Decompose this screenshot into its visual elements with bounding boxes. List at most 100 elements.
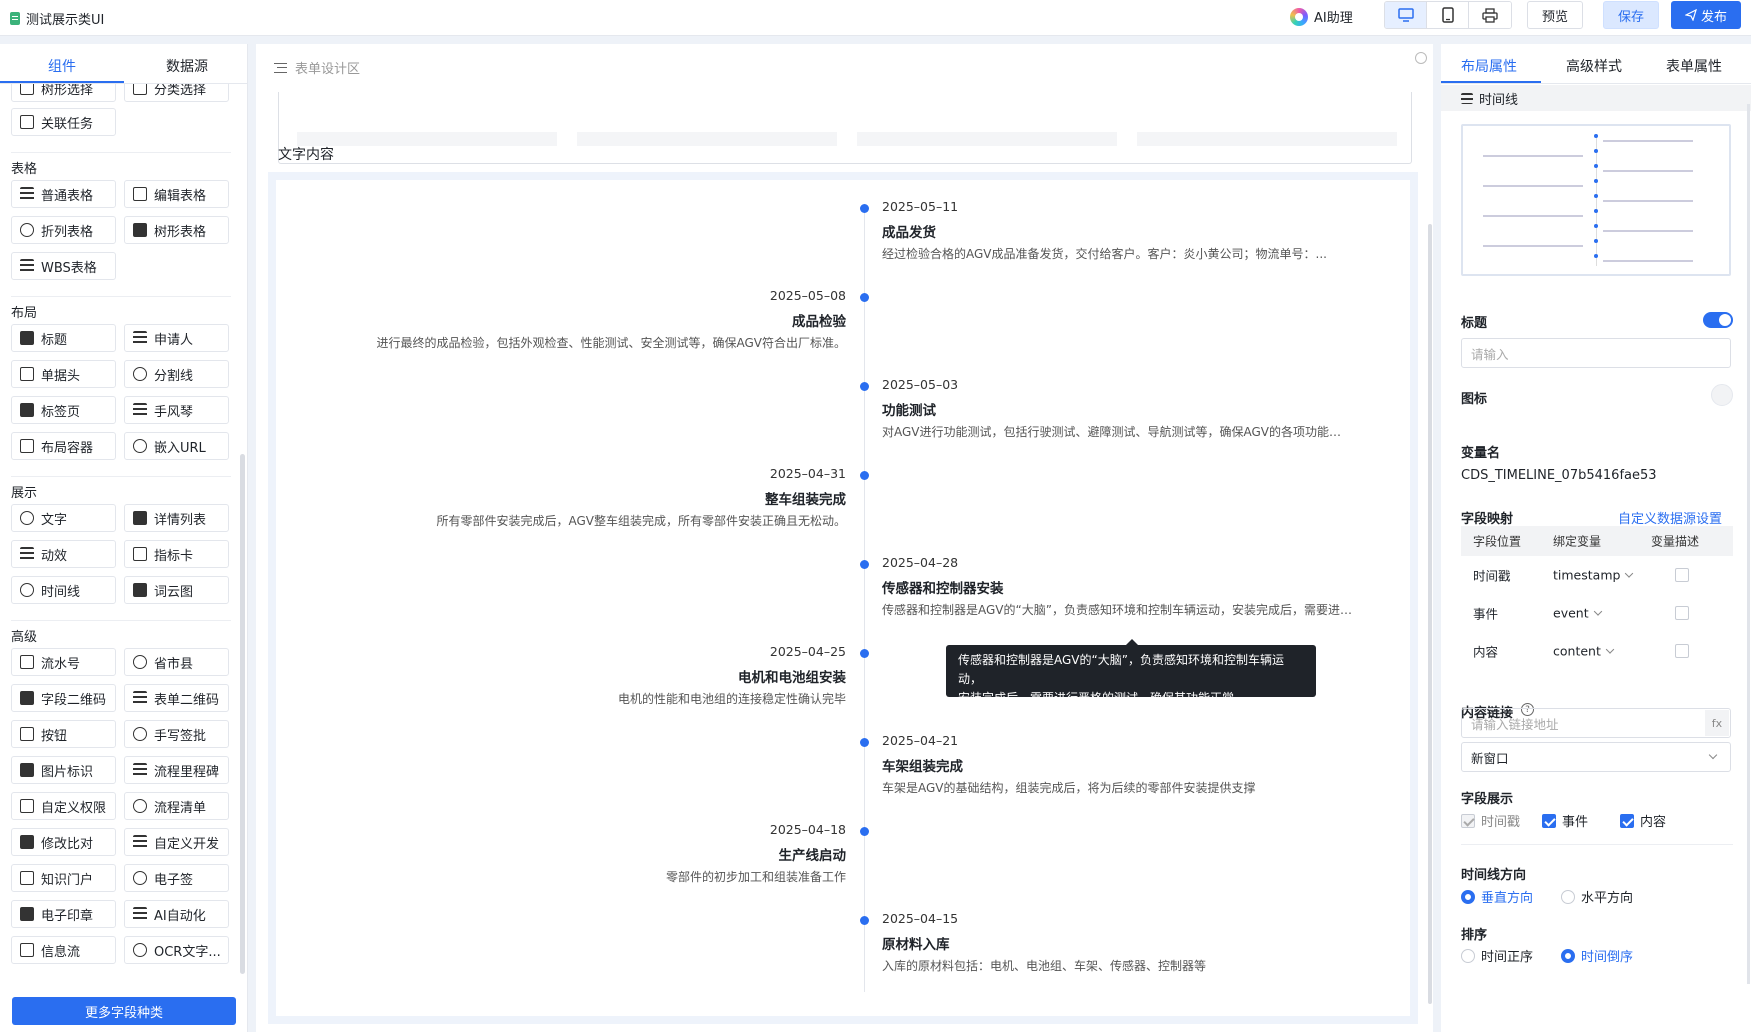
component-item[interactable]: 树形表格	[124, 216, 229, 244]
component-item[interactable]: 单据头	[11, 360, 116, 388]
description-checkbox[interactable]	[1675, 606, 1689, 620]
component-item[interactable]: 标签页	[11, 396, 116, 424]
left-scrollbar[interactable]	[240, 454, 245, 974]
sort-ascending-radio[interactable]	[1461, 948, 1475, 963]
component-item[interactable]: 知识门户	[11, 864, 116, 892]
component-item[interactable]: WBS表格	[11, 252, 116, 280]
formula-button[interactable]: fx	[1705, 710, 1729, 736]
right-scrollbar[interactable]	[1747, 104, 1750, 984]
more-field-types-button[interactable]: 更多字段种类	[12, 997, 236, 1025]
component-item[interactable]: 指标卡	[124, 540, 229, 568]
icon-picker[interactable]	[1711, 384, 1733, 406]
component-item[interactable]: 电子印章	[11, 900, 116, 928]
display-timestamp-checkbox[interactable]	[1461, 813, 1475, 828]
component-category-select[interactable]: 分类选择	[124, 84, 229, 102]
component-tree-select[interactable]: 树形选择	[11, 84, 116, 102]
component-item[interactable]: 编辑表格	[124, 180, 229, 208]
component-item[interactable]: OCR文字...	[124, 936, 229, 964]
direction-vertical-radio[interactable]	[1461, 889, 1475, 904]
help-icon[interactable]: ?	[1521, 703, 1534, 716]
component-item[interactable]: 嵌入URL	[124, 432, 229, 460]
display-timestamp-option[interactable]: 时间戳	[1461, 811, 1520, 830]
component-item[interactable]: 自定义权限	[11, 792, 116, 820]
component-item[interactable]: 标题	[11, 324, 116, 352]
direction-vertical-option[interactable]: 垂直方向	[1461, 887, 1533, 906]
component-item[interactable]: 省市县	[124, 648, 229, 676]
direction-horizontal-radio[interactable]	[1561, 889, 1575, 904]
description-checkbox[interactable]	[1675, 568, 1689, 582]
component-item[interactable]: 电子签	[124, 864, 229, 892]
component-item[interactable]: 时间线	[11, 576, 116, 604]
tab-datasource[interactable]: 数据源	[166, 59, 208, 75]
component-item[interactable]: 按钮	[11, 720, 116, 748]
component-item[interactable]: 流程清单	[124, 792, 229, 820]
component-item[interactable]: 图片标识	[11, 756, 116, 784]
direction-horizontal-option[interactable]: 水平方向	[1561, 887, 1633, 906]
component-item[interactable]: 普通表格	[11, 180, 116, 208]
component-item[interactable]: 分割线	[124, 360, 229, 388]
sort-descending-option[interactable]: 时间倒序	[1561, 946, 1633, 965]
variable-select[interactable]: event	[1553, 606, 1602, 621]
display-event-option[interactable]: 事件	[1542, 811, 1588, 830]
component-item[interactable]: 文字	[11, 504, 116, 532]
component-item[interactable]: 详情列表	[124, 504, 229, 532]
design-area-header: 表单设计区	[274, 58, 360, 77]
tablet-view-button[interactable]	[1427, 2, 1469, 28]
description-checkbox[interactable]	[1675, 644, 1689, 658]
display-content-checkbox[interactable]	[1620, 813, 1634, 828]
component-item[interactable]: 修改比对	[11, 828, 116, 856]
sort-ascending-option[interactable]: 时间正序	[1461, 946, 1533, 965]
display-content-option[interactable]: 内容	[1620, 811, 1666, 830]
component-item[interactable]: 手风琴	[124, 396, 229, 424]
component-item[interactable]: 自定义开发	[124, 828, 229, 856]
preview-button[interactable]: 预览	[1527, 1, 1584, 29]
settings-icon[interactable]	[1415, 52, 1427, 64]
tab-form-properties[interactable]: 表单属性	[1666, 59, 1722, 75]
open-window-select[interactable]: 新窗口	[1461, 742, 1731, 772]
variable-name-value: CDS_TIMELINE_07b5416fae53	[1461, 468, 1657, 483]
component-item[interactable]: 表单二维码	[124, 684, 229, 712]
save-button[interactable]: 保存	[1603, 1, 1660, 29]
ai-assistant-button[interactable]: AI助理	[1290, 7, 1353, 26]
variable-select[interactable]: content	[1553, 644, 1615, 659]
component-item[interactable]: 流程里程碑	[124, 756, 229, 784]
title-toggle[interactable]	[1703, 312, 1733, 328]
tab-layout-properties[interactable]: 布局属性	[1461, 59, 1517, 75]
tab-components[interactable]: 组件	[48, 59, 76, 75]
print-view-button[interactable]	[1469, 2, 1511, 28]
component-item[interactable]: 字段二维码	[11, 684, 116, 712]
component-icon	[133, 655, 147, 669]
component-item[interactable]: 流水号	[11, 648, 116, 676]
desktop-view-button[interactable]	[1385, 2, 1427, 28]
custom-datasource-link[interactable]: 自定义数据源设置	[1618, 512, 1723, 527]
display-event-checkbox[interactable]	[1542, 813, 1556, 828]
component-item[interactable]: 布局容器	[11, 432, 116, 460]
component-item[interactable]: 申请人	[124, 324, 229, 352]
component-item[interactable]: 折列表格	[11, 216, 116, 244]
component-item[interactable]: 动效	[11, 540, 116, 568]
component-item[interactable]: AI自动化	[124, 900, 229, 928]
sort-descending-radio[interactable]	[1561, 948, 1575, 963]
variable-select[interactable]: timestamp	[1553, 568, 1634, 583]
component-item[interactable]: 关联任务	[11, 108, 116, 136]
tab-advanced-style[interactable]: 高级样式	[1566, 59, 1622, 75]
publish-button[interactable]: 发布	[1671, 1, 1742, 29]
title-input[interactable]: 请输入	[1461, 338, 1731, 368]
component-item[interactable]: 词云图	[124, 576, 229, 604]
previous-component-card[interactable]	[278, 92, 1412, 164]
component-item[interactable]: 手写签批	[124, 720, 229, 748]
content-link-input[interactable]: 请输入链接地址 fx	[1461, 708, 1731, 738]
component-item[interactable]: 信息流	[11, 936, 116, 964]
center-scrollbar[interactable]	[1428, 224, 1432, 1004]
